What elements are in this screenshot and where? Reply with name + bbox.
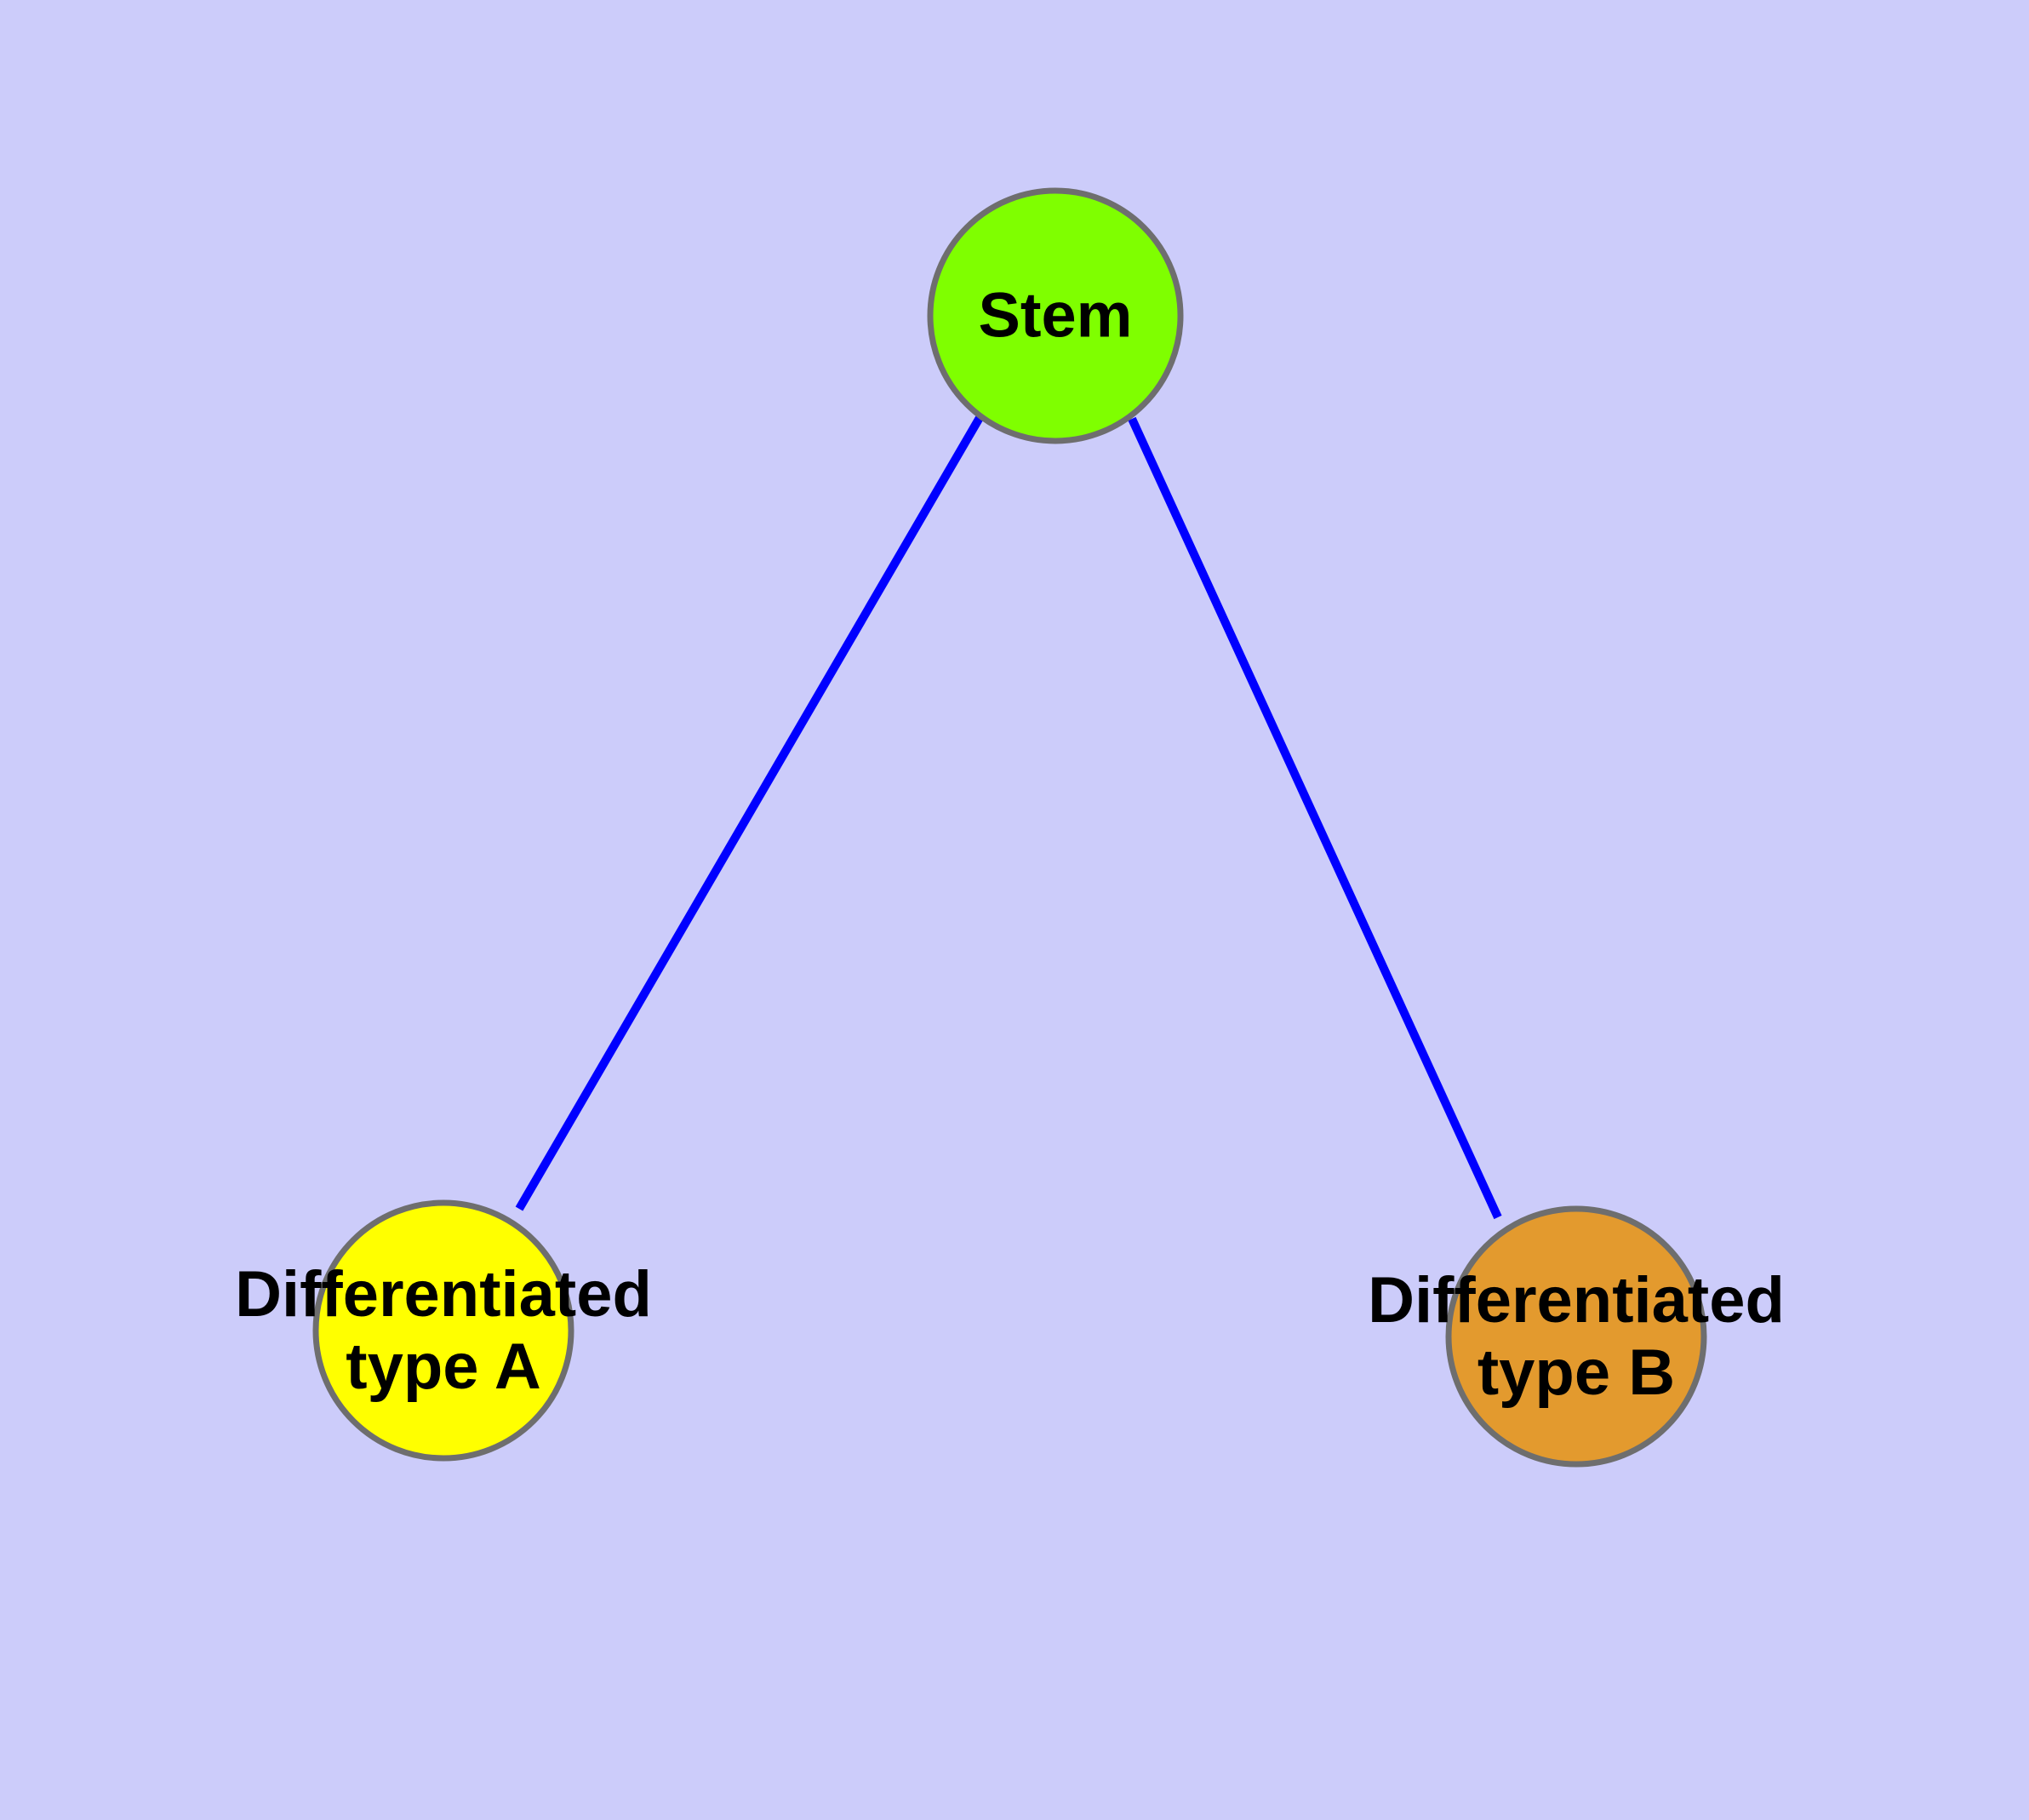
- nodes-layer: [312, 187, 1707, 1468]
- graph-node-diff_a[interactable]: [312, 1199, 574, 1462]
- graph-edge-stem-diff_a: [515, 414, 985, 1211]
- graph-node-stem[interactable]: [927, 187, 1184, 444]
- edges-layer: [515, 414, 1502, 1220]
- graph-node-diff_b[interactable]: [1445, 1205, 1707, 1468]
- graph-edge-stem-diff_b: [1128, 416, 1502, 1220]
